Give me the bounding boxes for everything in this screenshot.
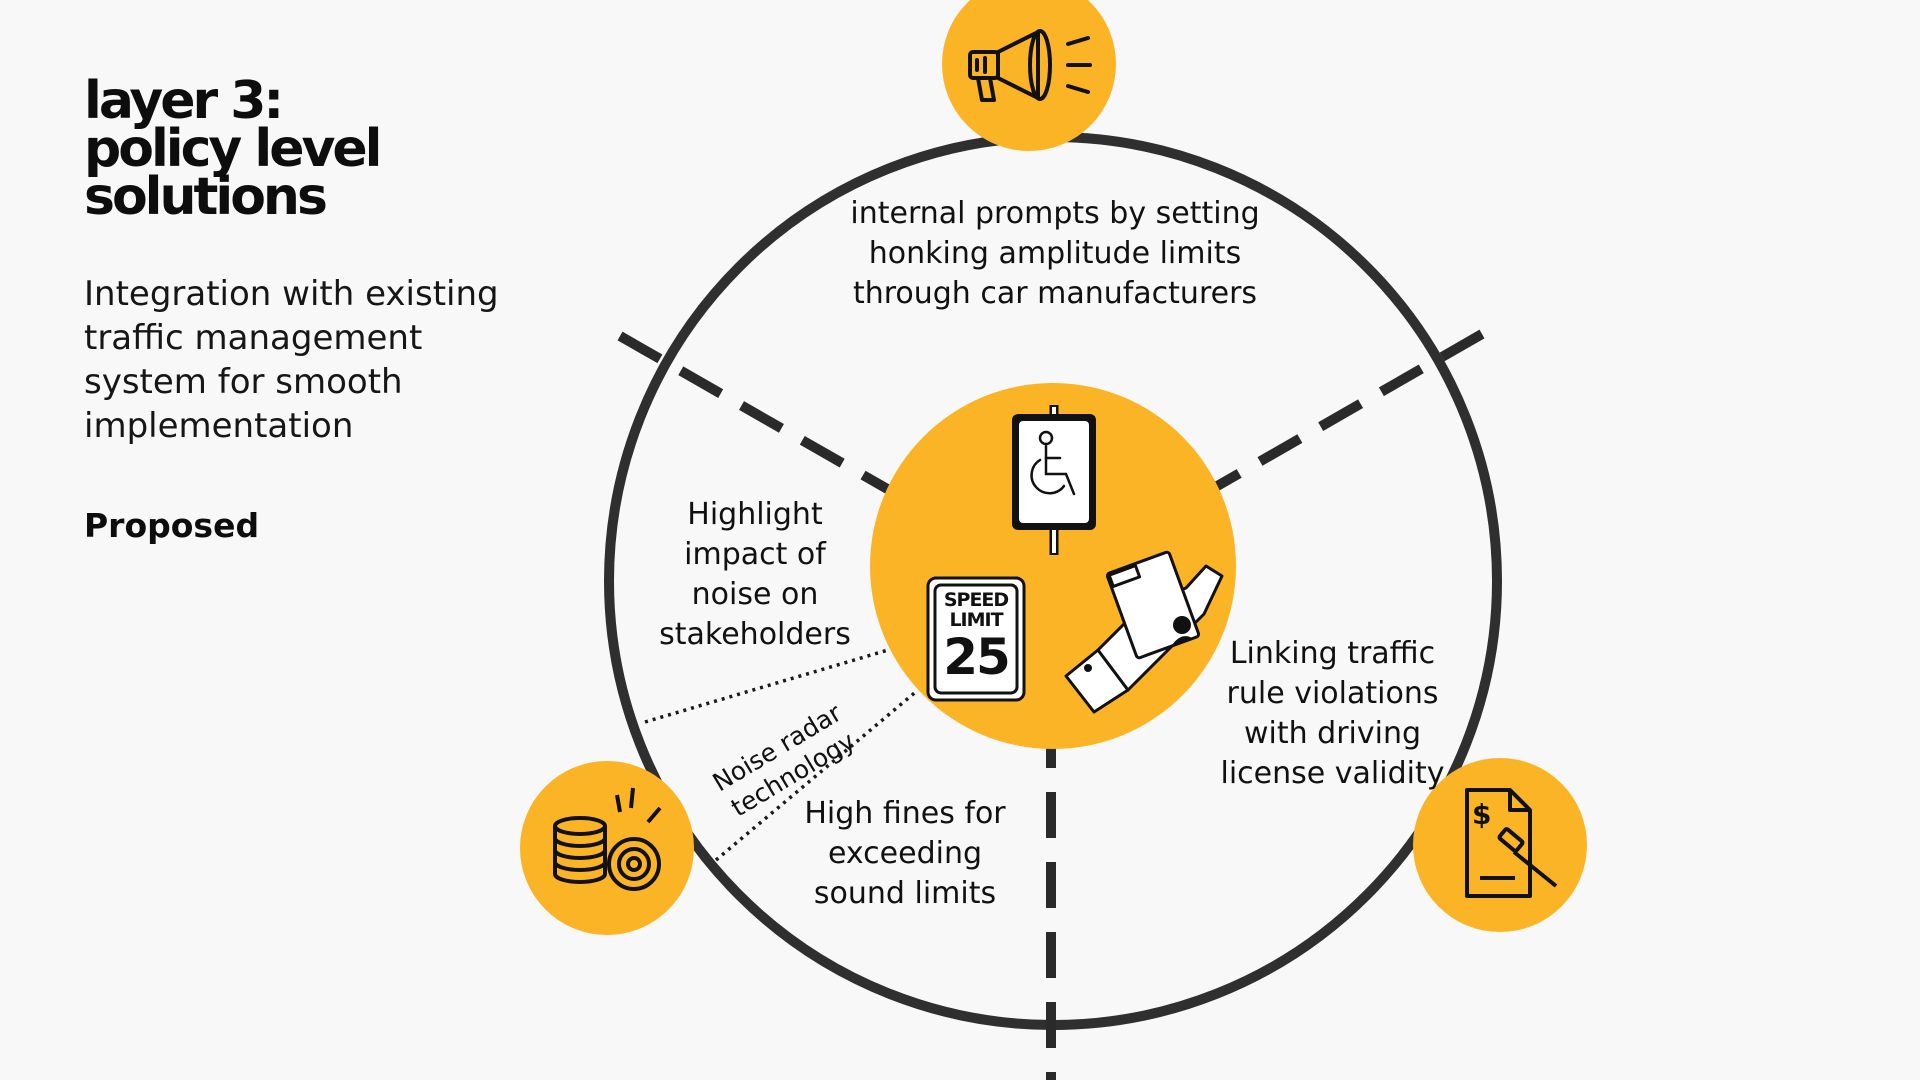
speed-sign-text: SPEED LIMIT 25 bbox=[935, 590, 1017, 684]
divider-right bbox=[1047, 329, 1485, 587]
speed-limit-sign-icon bbox=[926, 576, 1026, 702]
left-segment-label: Highlight impact of noise on stakeholder… bbox=[659, 497, 851, 652]
title-line-1: layer 3: bbox=[84, 71, 284, 131]
coins-badge bbox=[520, 761, 694, 935]
megaphone-badge bbox=[942, 0, 1116, 151]
subtitle-text: Integration with existing traffic manage… bbox=[84, 274, 499, 446]
divider-left bbox=[617, 331, 1053, 587]
bottom-segment-label: High fines for exceeding sound limits bbox=[804, 796, 1006, 911]
coins-target-icon bbox=[553, 787, 662, 891]
right-segment-label: Linking traffic rule violations with dri… bbox=[1220, 636, 1445, 791]
status-label: Proposed bbox=[84, 506, 260, 545]
speed-sign-line-1: SPEED bbox=[943, 589, 1009, 611]
page-title: layer 3: policy level solutions bbox=[84, 71, 504, 227]
legal-fine-document-icon: $ bbox=[1465, 788, 1558, 898]
svg-text:$: $ bbox=[1472, 798, 1491, 831]
title-line-2: policy level bbox=[84, 118, 383, 179]
speed-sign-value: 25 bbox=[943, 628, 1011, 686]
top-segment-label: internal prompts by setting honking ampl… bbox=[850, 196, 1260, 311]
dotted-leaders bbox=[644, 648, 920, 862]
leader-upper bbox=[644, 648, 889, 724]
accessibility-sign-icon bbox=[1012, 405, 1096, 555]
title-line-3: solutions bbox=[84, 166, 328, 227]
hand-holding-license-icon bbox=[1064, 550, 1224, 714]
megaphone-icon bbox=[968, 29, 1092, 102]
legal-badge: $ bbox=[1413, 758, 1587, 932]
speed-sign-line-2: LIMIT bbox=[949, 609, 1003, 631]
